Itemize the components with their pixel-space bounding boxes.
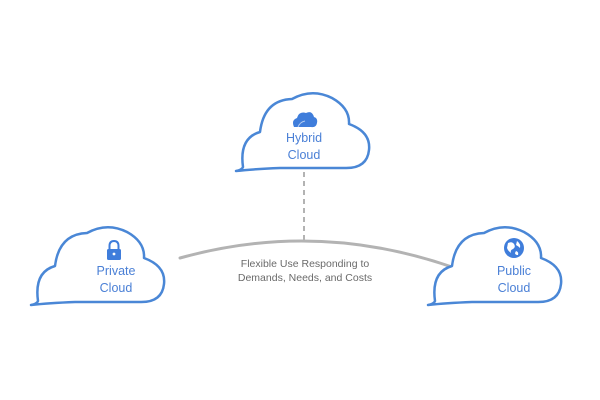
hybrid-cloud-label-line2: Cloud (287, 148, 321, 162)
lock-icon (107, 239, 121, 260)
connector-caption-line2: Demands, Needs, and Costs (237, 272, 373, 284)
public-cloud-label: Public Cloud (474, 263, 554, 297)
hybrid-cloud-label-line1: Hybrid (285, 131, 323, 145)
private-cloud-label-line2: Cloud (99, 281, 133, 295)
arc-connector (178, 239, 454, 269)
hybrid-cloud-label: Hybrid Cloud (264, 130, 344, 164)
globe-icon (504, 238, 524, 258)
private-cloud-label-line1: Private (96, 264, 136, 278)
connector-caption: Flexible Use Responding to Demands, Need… (205, 257, 405, 285)
public-cloud-label-line1: Public (496, 264, 532, 278)
connector-caption-line1: Flexible Use Responding to (240, 258, 370, 270)
cloud-icon (293, 112, 318, 128)
public-cloud-label-line2: Cloud (497, 281, 531, 295)
private-cloud-label: Private Cloud (76, 263, 156, 297)
